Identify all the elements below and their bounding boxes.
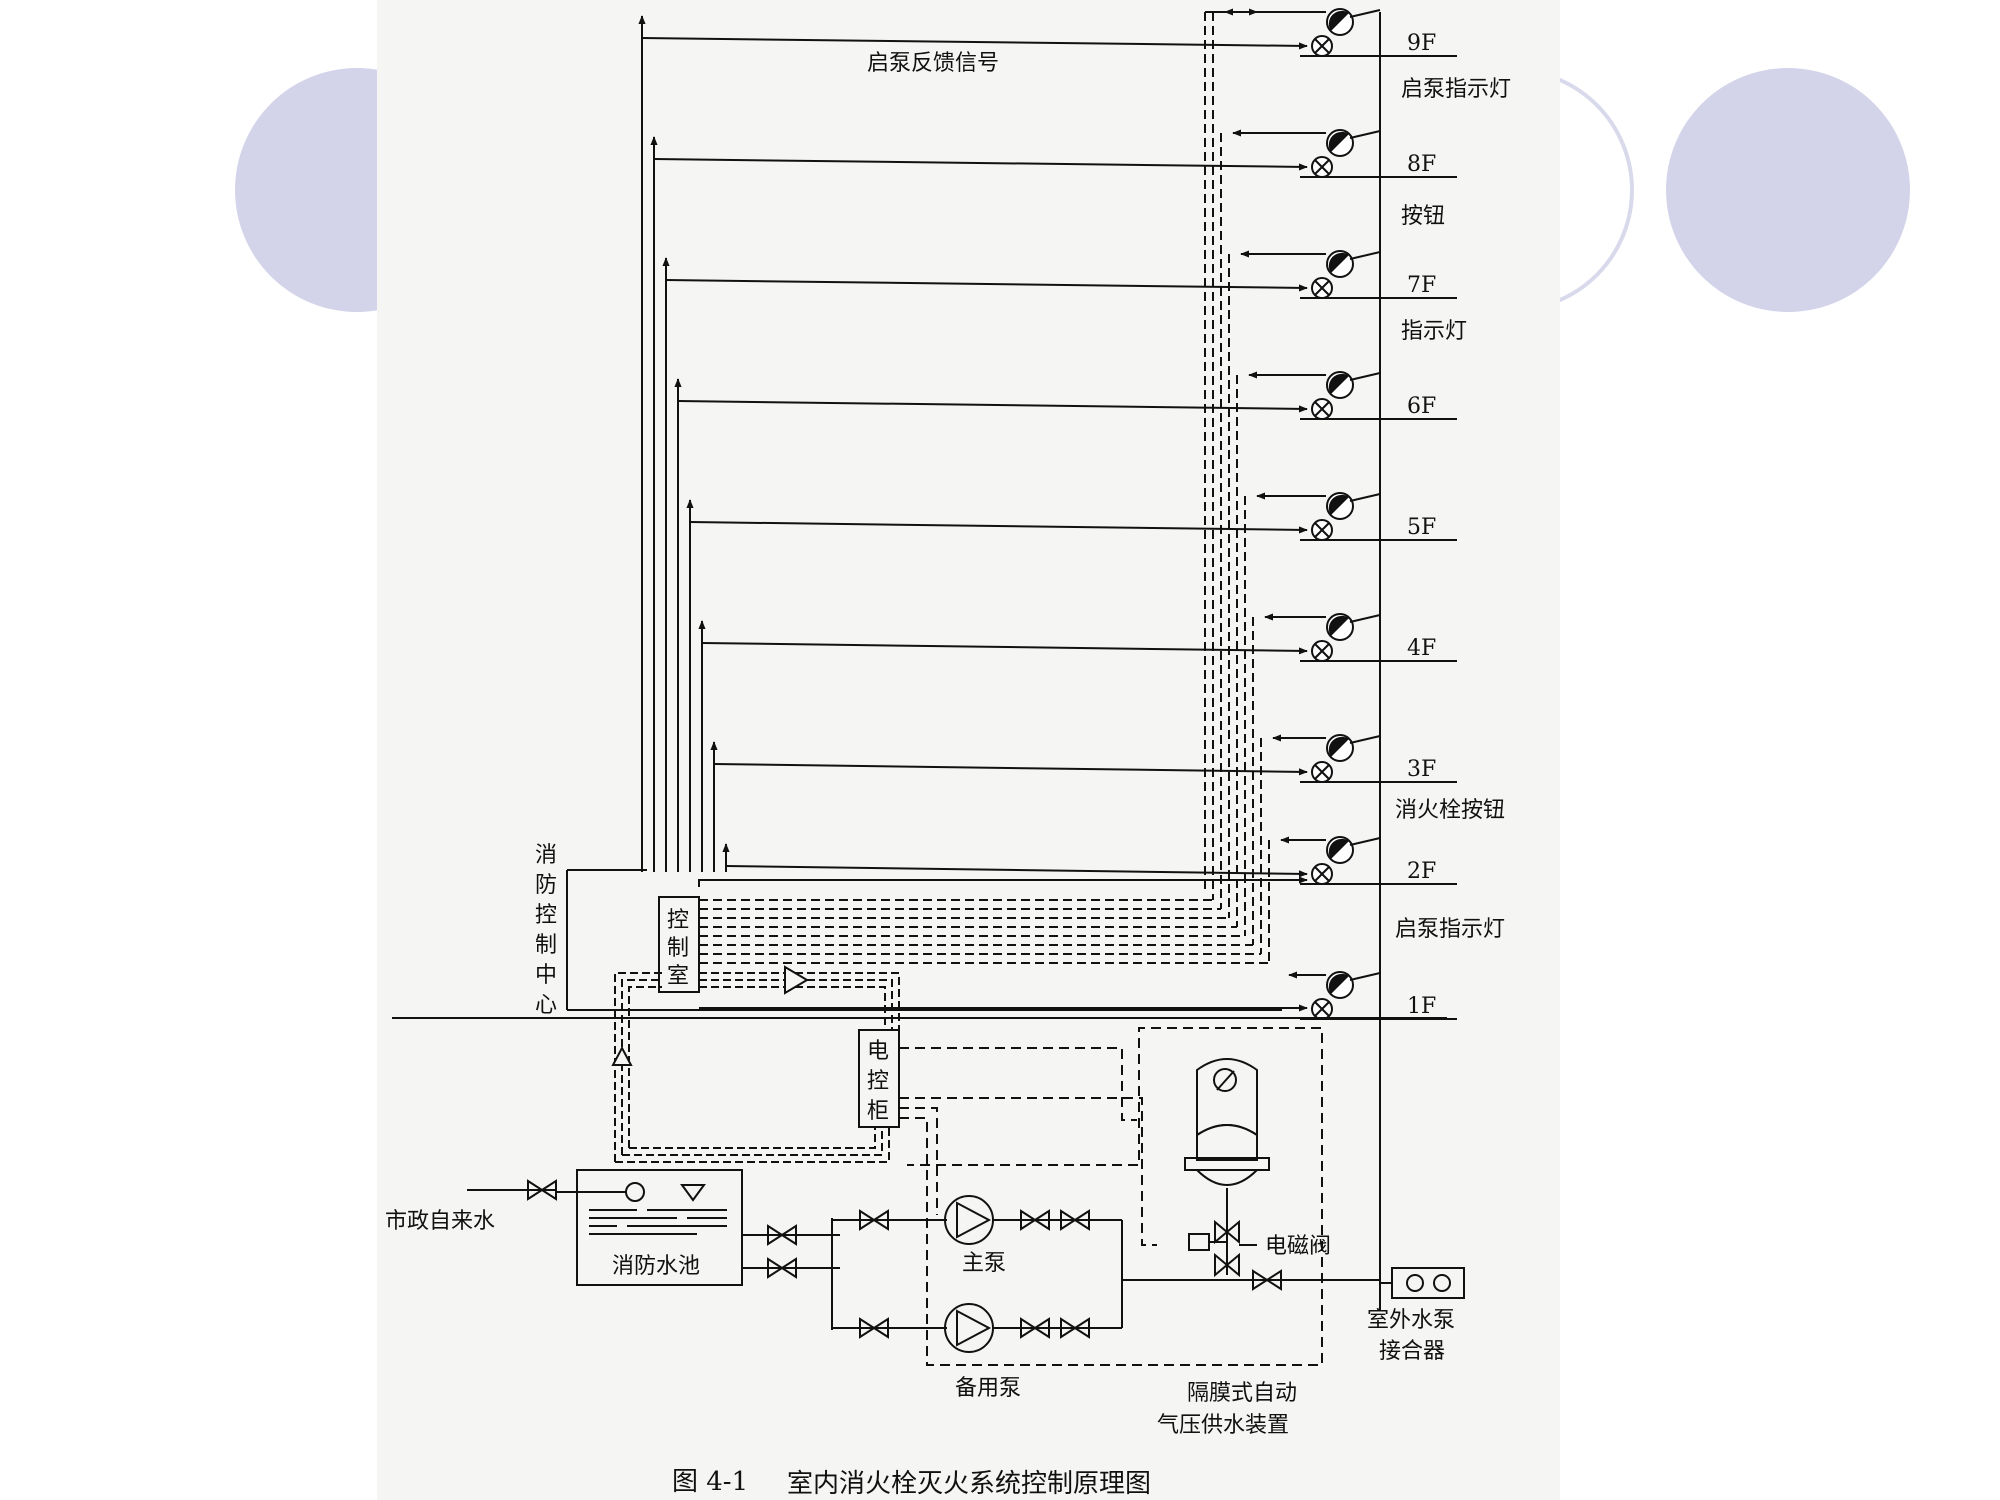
bus-arrow-up [611, 1045, 633, 1066]
label-municipal-water: 市政自来水 [385, 1209, 495, 1234]
bus-loop [611, 965, 900, 1163]
lamp-feed-line [725, 865, 1308, 878]
floor-label-2F: 2F [1407, 859, 1436, 884]
static-equipment [392, 12, 1465, 1366]
label-main-pump: 主泵 [962, 1251, 1006, 1276]
floor-row-5F: 5F [1256, 492, 1457, 541]
label-control-room: 控 制 室 [667, 908, 689, 989]
pressure-tank [1184, 1058, 1270, 1278]
svg-text:控: 控 [667, 908, 689, 933]
ctrl-to-main-pump [899, 1107, 938, 1215]
floor-label-3F: 3F [1407, 757, 1436, 782]
svg-text:中: 中 [535, 963, 557, 988]
floor-row-3F: 3F [1272, 734, 1457, 783]
lamp-feed-line [677, 400, 1308, 413]
lamp-feed-line [701, 642, 1308, 655]
label-pump-lamp-low: 启泵指示灯 [1395, 917, 1505, 942]
label-outdoor-connector-2: 接合器 [1379, 1339, 1445, 1364]
floor-label-8F: 8F [1407, 152, 1436, 177]
outdoor-connector-symbol [1391, 1267, 1465, 1299]
floor-label-6F: 6F [1407, 394, 1436, 419]
lamp-feed-line-2F [698, 876, 1308, 887]
label-electric-cabinet: 电 控 柜 [867, 1039, 889, 1124]
labels: 启泵反馈信号 启泵指示灯 按钮 指示灯 消火栓按钮 启泵指示灯 消 防 控 制 … [385, 51, 1511, 1499]
figure-sheet: 9F 8F 7F 6F 5F 4F 3F 2F 1F [377, 0, 1560, 1500]
floor-row-1F: 1F [1288, 971, 1457, 1020]
label-lamp: 指示灯 [1401, 319, 1467, 344]
control-room-box [658, 896, 700, 993]
lamp-feed-line [713, 763, 1308, 776]
lamp-feed-line [653, 158, 1308, 171]
lamp-feed-line [689, 521, 1308, 534]
caption-title: 室内消火栓灭火系统控制原理图 [787, 1469, 1151, 1499]
main-pump-symbol [944, 1195, 994, 1245]
label-hydrant-button: 消火栓按钮 [1395, 798, 1505, 823]
svg-text:控: 控 [535, 903, 557, 928]
floor-layer: 9F 8F 7F 6F 5F 4F 3F 2F 1F [1224, 8, 1457, 1020]
svg-text:电: 电 [867, 1039, 889, 1064]
floor-row-6F: 6F [1248, 371, 1457, 420]
floor-label-1F: 1F [1407, 994, 1436, 1019]
signal-layer [638, 8, 1308, 1012]
electric-cabinet-box [858, 1029, 900, 1128]
ctrl-to-standby-pump [899, 1027, 1323, 1366]
label-feedback: 启泵反馈信号 [867, 51, 999, 76]
fire-water-tank [576, 1169, 743, 1286]
label-outdoor-connector-1: 室外水泵 [1367, 1308, 1455, 1333]
floor-label-4F: 4F [1407, 636, 1436, 661]
svg-text:制: 制 [535, 933, 557, 958]
label-button: 按钮 [1401, 204, 1445, 229]
label-water-tank: 消防水池 [612, 1254, 700, 1279]
svg-text:控: 控 [867, 1069, 889, 1094]
floor-label-7F: 7F [1407, 273, 1436, 298]
svg-text:消: 消 [535, 843, 557, 868]
tank-water-lines [589, 1209, 727, 1235]
ctrl-to-tank [899, 1047, 1137, 1121]
label-pressure-device-1: 隔膜式自动 [1187, 1381, 1297, 1406]
solenoid-coil [1188, 1233, 1210, 1251]
bus-arrow-right [784, 965, 809, 995]
floor-row-7F: 7F [1240, 250, 1457, 299]
lamp-feed-line [665, 279, 1308, 292]
floor-row-9F: 9F [1224, 8, 1457, 57]
ctrl-to-solenoid [899, 1097, 1157, 1246]
svg-text:心: 心 [535, 993, 557, 1018]
label-control-center: 消 防 控 制 中 心 [535, 843, 557, 1018]
label-standby-pump: 备用泵 [955, 1376, 1021, 1401]
label-pump-lamp-top: 启泵指示灯 [1401, 77, 1511, 102]
floor-row-2F: 2F [1280, 836, 1457, 885]
floor-label-5F: 5F [1407, 515, 1436, 540]
label-solenoid-valve: 电磁阀 [1265, 1234, 1331, 1259]
standby-pump-symbol [944, 1303, 994, 1353]
svg-text:制: 制 [667, 936, 689, 961]
label-pressure-device-2: 气压供水装置 [1157, 1413, 1289, 1438]
caption-number: 图 4-1 [672, 1467, 748, 1497]
svg-text:室: 室 [667, 964, 689, 989]
decor-circle-far-right [1666, 68, 1910, 312]
fire-hydrant-control-diagram: 9F 8F 7F 6F 5F 4F 3F 2F 1F [385, 8, 1511, 1499]
lamp-feed-line [641, 37, 1308, 50]
floor-row-8F: 8F [1232, 129, 1457, 178]
svg-text:柜: 柜 [867, 1099, 889, 1124]
floor-row-4F: 4F [1264, 613, 1457, 662]
floor-label-9F: 9F [1407, 31, 1436, 56]
svg-text:防: 防 [535, 873, 557, 898]
